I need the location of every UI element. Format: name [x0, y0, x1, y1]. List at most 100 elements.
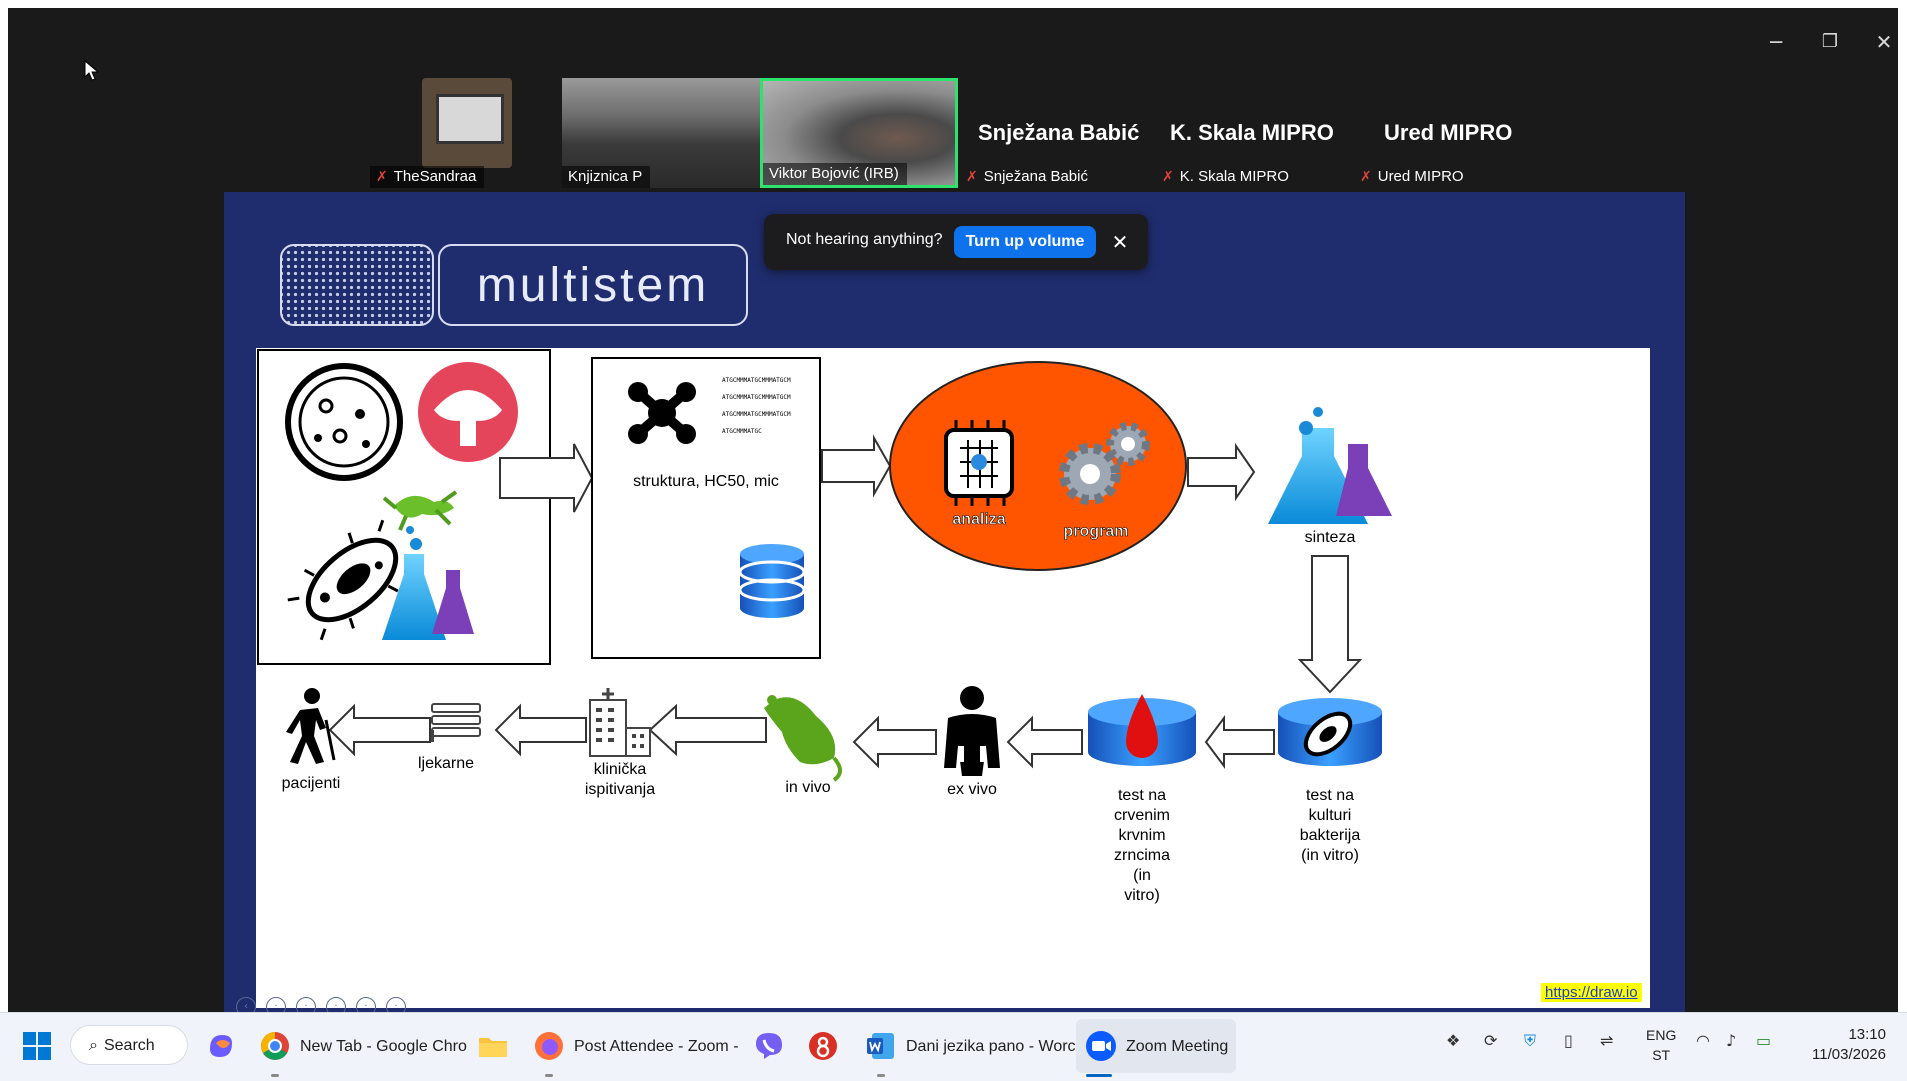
- file-explorer-icon[interactable]: [476, 1029, 510, 1063]
- mushroom-icon: [418, 362, 518, 462]
- taskbar-zoom-item[interactable]: Zoom Meeting: [1126, 1038, 1229, 1055]
- slide-control-icon[interactable]: ·: [296, 997, 316, 1012]
- laptop-screen: [436, 94, 504, 144]
- in-vivo-label: in vivo: [785, 779, 831, 796]
- windows-taskbar: ⌕ Search New Tab - Google Chro Post Atten…: [0, 1012, 1907, 1081]
- sequence-line: ATGCMMMATGCMMMATGCM: [722, 411, 791, 418]
- slide-control-icon[interactable]: ·: [356, 997, 376, 1012]
- participant-tile[interactable]: ✗TheSandraa: [370, 78, 516, 188]
- mouse-cursor-icon: [84, 60, 100, 81]
- lab-flasks-icon: [382, 526, 474, 640]
- flow-arrow: [328, 703, 431, 757]
- label-line: (in: [1133, 867, 1151, 884]
- program-label: program: [1063, 523, 1129, 541]
- active-speaker-tile[interactable]: Viktor Bojović (IRB): [760, 78, 958, 188]
- windows-start-icon[interactable]: [20, 1029, 54, 1063]
- usb-drive-icon[interactable]: ▯: [1564, 1031, 1573, 1050]
- wifi-icon[interactable]: ◠: [1696, 1031, 1710, 1050]
- flow-arrow: [852, 715, 937, 769]
- slide-control-icon[interactable]: ·: [266, 997, 286, 1012]
- analysis-label: analiza: [952, 511, 1006, 529]
- participant-name: Ured MIPRO: [1384, 120, 1513, 145]
- participant-tile[interactable]: Knjiznica P: [562, 78, 760, 188]
- multistem-logo-text: multistem: [438, 244, 748, 326]
- search-label: Search: [103, 1037, 155, 1054]
- close-notification-button[interactable]: ✕: [1111, 230, 1129, 254]
- language-indicator[interactable]: ENG ST: [1646, 1025, 1676, 1065]
- label-line: (in vitro): [1301, 847, 1359, 864]
- taskbar-search[interactable]: ⌕ Search: [70, 1025, 188, 1065]
- participant-caption: ✗Ured MIPRO: [1360, 168, 1464, 185]
- red-blood-cells-icon: [1088, 694, 1196, 766]
- battery-icon[interactable]: ▭: [1756, 1031, 1772, 1050]
- zoom-meeting-window: ─ ❐ ✕ ✗TheSandraa Knjiznica P Viktor Boj…: [8, 8, 1898, 1012]
- label-line: vitro): [1124, 887, 1160, 904]
- slide-control-icon[interactable]: ·: [326, 997, 346, 1012]
- minimize-button[interactable]: ─: [1769, 30, 1783, 54]
- frog-icon: [382, 490, 458, 531]
- mic-muted-icon: ✗: [1360, 169, 1372, 185]
- active-app-indicator: [1086, 1074, 1112, 1077]
- notification-text: Not hearing anything?: [786, 231, 943, 248]
- label-line: crvenim: [1113, 807, 1170, 824]
- gears-icon: [1059, 422, 1150, 505]
- database-icon: [738, 544, 806, 618]
- clinical-trials-label: klinička ispitivanja: [570, 760, 670, 800]
- participant-name: K. Skala MIPRO: [1170, 120, 1334, 145]
- label-line: krvnim: [1118, 827, 1166, 844]
- taskbar-chrome-item[interactable]: New Tab - Google Chro: [300, 1038, 467, 1055]
- copilot-icon[interactable]: [204, 1029, 238, 1063]
- blood-test-label: test na crvenim krvnim zrncima (in vitro…: [1088, 786, 1196, 906]
- synthesis-label: sinteza: [1304, 529, 1356, 546]
- chrome-icon[interactable]: [258, 1029, 292, 1063]
- taskbar-firefox-item[interactable]: Post Attendee - Zoom -: [574, 1038, 739, 1055]
- dropbox-icon[interactable]: ❖: [1446, 1031, 1461, 1050]
- mic-muted-icon: ✗: [1162, 169, 1174, 185]
- drawio-link[interactable]: https://draw.io: [1541, 983, 1642, 1002]
- flow-arrow: [494, 703, 587, 757]
- flow-arrow: [1187, 442, 1256, 502]
- flow-arrow: [648, 703, 767, 757]
- speaker-muted-icon[interactable]: ♪: [1726, 1031, 1737, 1050]
- mic-muted-icon: ✗: [966, 169, 978, 185]
- participant-tile[interactable]: ✗ K. Skala MIPRO: [1156, 78, 1346, 188]
- participant-tile[interactable]: ✗Snježana Babić: [960, 78, 1150, 188]
- flow-arrow: [1006, 715, 1083, 769]
- ex-vivo-label: ex vivo: [947, 781, 997, 798]
- word-icon[interactable]: [864, 1029, 898, 1063]
- participant-caption: ✗Snježana Babić: [966, 168, 1088, 185]
- label-line: test na: [1305, 787, 1355, 804]
- participant-caption: Knjiznica P: [562, 166, 651, 188]
- running-indicator: [271, 1074, 279, 1077]
- firefox-icon[interactable]: [532, 1029, 566, 1063]
- label-line: klinička: [593, 761, 647, 778]
- label-line: zrncima: [1113, 847, 1170, 864]
- molecule-icon: [628, 382, 696, 444]
- close-window-button[interactable]: ✕: [1875, 30, 1893, 54]
- clock-time: 13:10: [1848, 1026, 1886, 1043]
- turn-up-volume-button[interactable]: Turn up volume: [954, 226, 1096, 258]
- flow-arrow-down: [1297, 555, 1363, 694]
- flow-arrow: [1204, 715, 1275, 769]
- label-line: test na: [1117, 787, 1167, 804]
- structure-label: struktura, HC50, mic: [633, 473, 779, 490]
- prev-slide-icon[interactable]: ‹: [236, 997, 256, 1012]
- app-red-icon[interactable]: [806, 1029, 840, 1063]
- running-indicator: [877, 1074, 885, 1077]
- viber-icon[interactable]: [752, 1029, 786, 1063]
- multistem-logo-mark: [280, 244, 434, 326]
- zoom-icon[interactable]: [1084, 1029, 1118, 1063]
- participant-tile[interactable]: ✗ Ured MIPRO: [1354, 78, 1544, 188]
- system-clock[interactable]: 13:10 11/03/2026: [1778, 1025, 1886, 1065]
- taskbar-word-item[interactable]: Dani jezika pano - Worc: [906, 1038, 1076, 1055]
- security-shield-icon[interactable]: ⛨: [1524, 1031, 1537, 1050]
- network-share-icon[interactable]: ⇌: [1600, 1031, 1614, 1050]
- search-icon: ⌕: [89, 1035, 98, 1054]
- bacteria-test-label: test na kulturi bakterija (in vitro): [1276, 786, 1384, 866]
- analysis-ellipse: [889, 361, 1187, 571]
- slide-control-icon[interactable]: ·: [386, 997, 406, 1012]
- flow-arrow: [499, 443, 594, 513]
- keyboard-layout: ST: [1652, 1047, 1671, 1063]
- restore-button[interactable]: ❐: [1821, 31, 1839, 52]
- sync-icon[interactable]: ⟳: [1484, 1031, 1498, 1050]
